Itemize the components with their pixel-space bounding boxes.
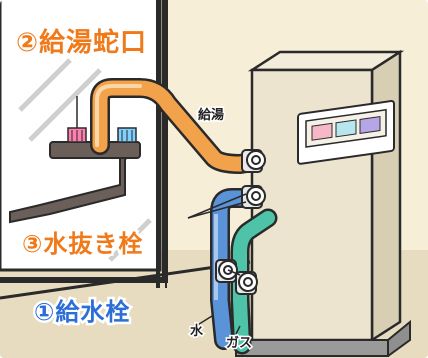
leader-lines <box>187 193 247 335</box>
label-hot-water-faucet: ②給湯蛇口 <box>13 28 148 59</box>
window-reflection <box>18 58 152 262</box>
faucet-spout <box>9 149 131 224</box>
label-drain-plug: ③水抜き栓 <box>19 230 144 259</box>
label-hot-water: 給湯 <box>196 107 225 125</box>
valve-icon <box>215 149 266 295</box>
label-gas: ガス <box>224 335 253 353</box>
water-heater-unit <box>235 49 411 357</box>
label-water: 水 <box>188 323 204 341</box>
label-water-supply-plug: ①給水栓 <box>31 298 131 327</box>
